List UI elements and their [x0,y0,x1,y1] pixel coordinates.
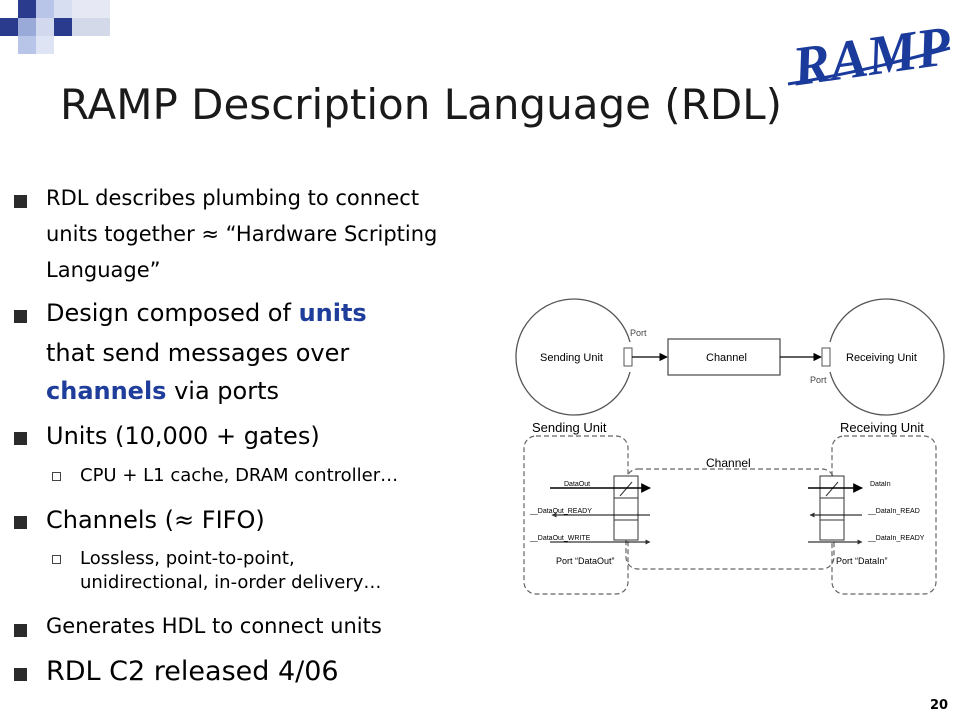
right-signal-ready: __DataIn_READY [867,535,925,542]
port-left [623,347,633,367]
bottom-receiving-unit-label: Receiving Unit [840,420,924,435]
receiving-unit-label: Receiving Unit [846,352,917,364]
bottom-diagram: Sending Unit Receiving Unit Channel Data… [523,420,937,595]
right-signal-read: __DataIn_READ [867,508,920,515]
bottom-sending-unit-label: Sending Unit [532,420,607,435]
bullet-marker [14,432,27,445]
port-bottom-label: Port [810,375,827,385]
bullet-generates: Generates HDL to connect units [46,614,382,638]
bullet-rdl-line3: Language” [46,258,161,282]
port-dataout-label: Port “DataOut” [556,556,615,566]
bullet-units: Units (10,000 + gates) [46,422,320,450]
highlight-units: units [298,299,367,327]
right-port-register [819,475,845,541]
bottom-channel-box [625,468,835,570]
port-top-label: Port [630,328,647,338]
bullet-marker [14,668,27,681]
sub-bullet-channels-line2: unidirectional, in-order delivery… [80,572,382,593]
bullet-channels: Channels (≈ FIFO) [46,506,265,534]
channel-label: Channel [706,352,747,364]
bullet-marker [14,195,27,208]
receiving-unit-circle [829,298,945,416]
left-signal-dataout: DataOut [564,481,590,488]
bullet-rdl-line1: RDL describes plumbing to connect [46,186,420,210]
top-diagram: Sending Unit Port Channel Port Receiving… [515,298,945,416]
rdl-diagram: Sending Unit Port Channel Port Receiving… [515,298,945,595]
channel-box [667,338,781,376]
bottom-channel-label: Channel [706,456,751,470]
sub-bullet-units: CPU + L1 cache, DRAM controller… [80,465,399,486]
bullet-marker [14,310,27,323]
sending-unit-label: Sending Unit [540,352,603,364]
sub-bullet-marker [52,555,61,564]
corner-decoration [0,0,110,54]
sub-bullet-marker [52,472,61,481]
bullet-marker [14,516,27,529]
right-signal-datain: DataIn [870,481,891,488]
highlight-channels: channels [46,377,167,405]
bullet-design-line1: Design composed of units [46,299,367,327]
port-datain-label: Port “DataIn” [836,556,888,566]
bullet-design-text: via ports [166,377,280,405]
page-number: 20 [930,698,949,713]
bullet-design-text: Design composed of [46,299,299,327]
bullet-marker [14,624,27,637]
left-port-register [613,475,639,541]
bullet-rdl-line2: units together ≈ “Hardware Scripting [46,222,438,246]
bullet-design-line2: that send messages over [46,339,350,367]
left-signal-ready: __DataOut_READY [529,508,592,515]
page-title: RAMP Description Language (RDL) [60,80,782,129]
left-signal-write: __DataOut_WRITE [529,535,591,542]
sub-bullet-channels-line1: Lossless, point-to-point, [80,548,295,569]
svg-text:RAMP: RAMP [788,15,952,90]
bottom-sending-unit-box [523,435,629,595]
ramp-logo: RAMP [787,15,952,90]
bullet-design-line3: channels via ports [46,377,279,405]
port-right [821,347,831,367]
bullet-released: RDL C2 released 4/06 [46,656,339,687]
sending-unit-circle [515,298,631,416]
